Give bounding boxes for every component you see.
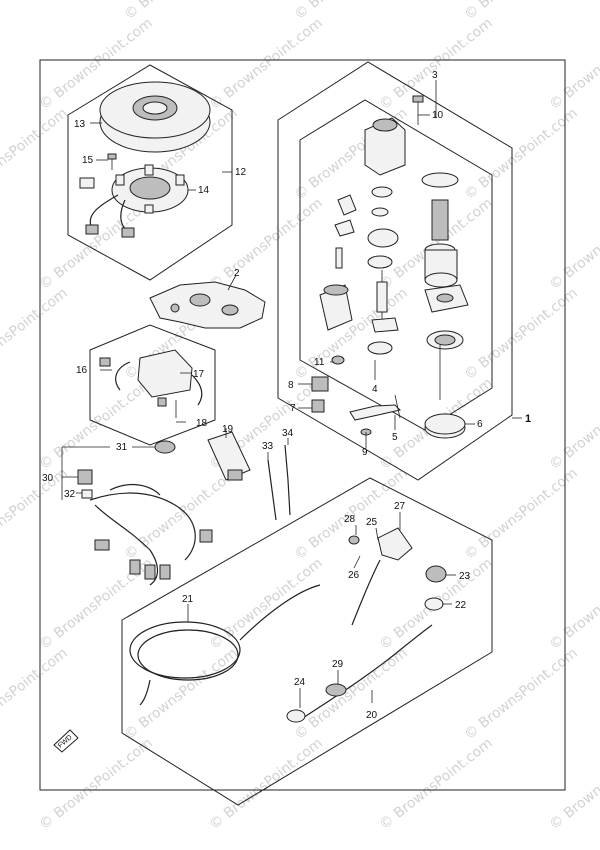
- fwd-arrow: FWD: [53, 729, 79, 753]
- watermark-text: © BrownsPoint.com: [292, 285, 411, 383]
- callout-15: 15: [82, 155, 94, 166]
- callout-16: 16: [76, 365, 88, 376]
- watermark-text: © BrownsPoint.com: [0, 105, 71, 203]
- callout-1: 1: [525, 413, 531, 425]
- callout-22: 22: [455, 600, 467, 611]
- screw-part: [107, 153, 117, 170]
- flywheel-group-box: [67, 64, 233, 281]
- callout-20: 20: [366, 710, 378, 721]
- callout-24: 24: [294, 677, 306, 688]
- watermark-text: © BrownsPoint.com: [547, 15, 600, 113]
- callout-21: 21: [182, 594, 194, 605]
- lever-part: [349, 404, 401, 421]
- watermark-text: © BrownsPoint.com: [207, 15, 326, 113]
- starter-group-box: [277, 61, 513, 481]
- callout-11: 11: [314, 357, 325, 368]
- watermark-text: © BrownsPoint.com: [37, 735, 156, 833]
- callout-17: 17: [193, 369, 205, 380]
- part-7-block: [311, 399, 325, 413]
- watermark-text: © BrownsPoint.com: [377, 735, 496, 833]
- callout-13: 13: [74, 119, 86, 130]
- part-34-tie: [284, 444, 291, 516]
- watermark-text: © BrownsPoint.com: [207, 735, 326, 833]
- lower-parts: [129, 527, 447, 723]
- callout-34: 34: [282, 428, 294, 439]
- callout-33: 33: [262, 441, 274, 452]
- callout-6: 6: [477, 419, 483, 430]
- starter-parts: [319, 95, 469, 400]
- callout-3: 3: [432, 70, 438, 81]
- starter-inner-box: [299, 99, 493, 431]
- callout-12: 12: [235, 167, 247, 178]
- callout-9: 9: [362, 447, 368, 458]
- callout-2: 2: [234, 268, 240, 279]
- flywheel-part: [99, 81, 211, 153]
- watermark-text: © BrownsPoint.com: [547, 375, 600, 473]
- callout-4: 4: [372, 384, 378, 395]
- harness-group-box: [121, 477, 493, 806]
- watermark-text: © BrownsPoint.com: [0, 465, 71, 563]
- harness-parts: [77, 440, 213, 586]
- outer-frame: [39, 59, 566, 791]
- watermark-text: © BrownsPoint.com: [462, 285, 581, 383]
- callout-19: 19: [222, 424, 234, 435]
- callout-29: 29: [332, 659, 344, 670]
- bracket-part: [149, 281, 266, 329]
- watermark-text: © BrownsPoint.com: [0, 285, 71, 383]
- watermark-text: © BrownsPoint.com: [122, 465, 241, 563]
- band-part: [424, 413, 466, 439]
- rectifier-parts: [99, 349, 203, 418]
- callout-27: 27: [394, 501, 406, 512]
- watermark-text: © BrownsPoint.com: [0, 0, 71, 23]
- callout-32: 32: [64, 489, 76, 500]
- callout-10: 10: [432, 110, 444, 121]
- part-33-tie: [267, 459, 277, 521]
- watermark-text: © BrownsPoint.com: [0, 645, 71, 743]
- leader-lines: [61, 80, 522, 708]
- watermark-text: © BrownsPoint.com: [547, 195, 600, 293]
- watermark-text: © BrownsPoint.com: [37, 375, 156, 473]
- callout-25: 25: [366, 517, 378, 528]
- callout-23: 23: [459, 571, 471, 582]
- callout-31: 31: [116, 442, 128, 453]
- rectifier-group-box: [89, 324, 216, 446]
- part-19-module: [207, 431, 251, 481]
- callout-5: 5: [392, 432, 398, 443]
- watermark-text: © BrownsPoint.com: [207, 195, 326, 293]
- watermark-text: © BrownsPoint.com: [462, 465, 581, 563]
- part-8-block: [311, 376, 329, 392]
- watermark-text: © BrownsPoint.com: [547, 735, 600, 833]
- callout-7: 7: [290, 403, 296, 414]
- callout-26: 26: [348, 570, 360, 581]
- watermark-text: © BrownsPoint.com: [547, 555, 600, 653]
- watermark-text: © BrownsPoint.com: [462, 105, 581, 203]
- callout-18: 18: [196, 418, 208, 429]
- part-9-screw: [360, 428, 372, 442]
- callout-30: 30: [42, 473, 54, 484]
- callout-14: 14: [198, 185, 210, 196]
- watermark-text: © BrownsPoint.com: [292, 645, 411, 743]
- stator-part: [79, 164, 189, 238]
- callout-28: 28: [344, 514, 356, 525]
- callout-8: 8: [288, 380, 294, 391]
